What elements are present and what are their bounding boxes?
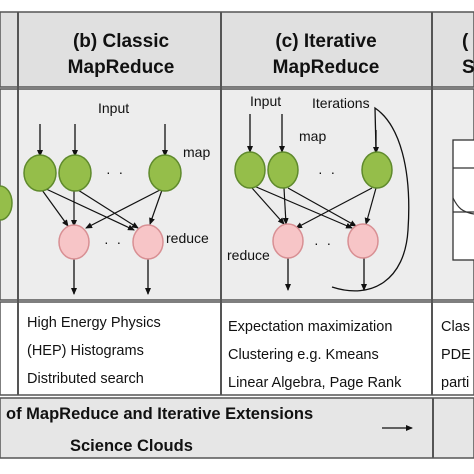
- panel-b-diagram: [23, 124, 182, 295]
- panel-c-map-ellipsis: · ·: [318, 164, 338, 180]
- panel-c-map-node: [361, 151, 393, 189]
- panel-b-map-node: [148, 154, 182, 192]
- panel-b-reduce-node: [58, 224, 90, 260]
- panel-b-title-line1: (b) Classic: [72, 31, 170, 52]
- panel-c-reduce-node: [347, 223, 379, 259]
- panel-c-reduce-label: reduce: [227, 247, 270, 263]
- panel-b-map-ellipsis: · ·: [106, 164, 126, 180]
- panel-c-example-2: Clustering e.g. Kmeans: [228, 347, 379, 363]
- panel-b-map-node: [23, 154, 57, 192]
- footer-caption-line2: Science Clouds: [70, 437, 193, 455]
- panel-c-map-label: map: [299, 128, 327, 144]
- panel-b-example-3: Distributed search: [27, 371, 144, 387]
- panel-b-reduce-ellipsis: · ·: [104, 234, 124, 250]
- panel-c-iterations-label: Iterations: [312, 95, 370, 111]
- examples-row: [0, 301, 474, 396]
- panel-b-input-label: Input: [98, 100, 130, 116]
- panel-a-map-node: [0, 185, 13, 221]
- diagram-row: [0, 88, 474, 301]
- panel-c-title-line1: (c) Iterative: [275, 31, 377, 52]
- panel-c-input-label: Input: [250, 93, 282, 109]
- panel-b-map-node: [58, 154, 92, 192]
- panel-d-example-1: Clas: [441, 319, 471, 335]
- panel-b-title: (b) Classic MapReduce: [22, 29, 220, 81]
- panel-c-example-1: Expectation maximization: [228, 319, 393, 335]
- panel-d-title-line1: (: [462, 31, 469, 52]
- panel-b-map-label: map: [183, 144, 211, 160]
- panel-c-reduce-node: [272, 223, 304, 259]
- footer-caption-line1: of MapReduce and Iterative Extensions: [6, 405, 314, 423]
- panel-b-example-1: High Energy Physics: [27, 315, 161, 331]
- panel-b-title-line2: MapReduce: [67, 57, 175, 78]
- panel-c-title: (c) Iterative MapReduce: [223, 29, 429, 81]
- panel-c-title-line2: MapReduce: [272, 57, 380, 78]
- panel-b-reduce-label: reduce: [166, 230, 209, 246]
- panel-c-diagram: [234, 106, 410, 292]
- panel-d-title-line2: S: [462, 57, 474, 78]
- panel-c-reduce-ellipsis: · ·: [314, 235, 334, 251]
- panel-c-example-3: Linear Algebra, Page Rank: [228, 375, 402, 391]
- panel-c-map-node: [267, 151, 299, 189]
- panel-d-example-2: PDE: [441, 347, 471, 363]
- panel-d-example-3: parti: [441, 375, 470, 391]
- panel-d-title: ( S: [462, 29, 474, 81]
- panel-b-example-2: (HEP) Histograms: [27, 343, 144, 359]
- header-row: [0, 11, 474, 88]
- panel-b-reduce-node: [132, 224, 164, 260]
- panel-c-map-node: [234, 151, 266, 189]
- panel-d-partial-table: [452, 139, 474, 261]
